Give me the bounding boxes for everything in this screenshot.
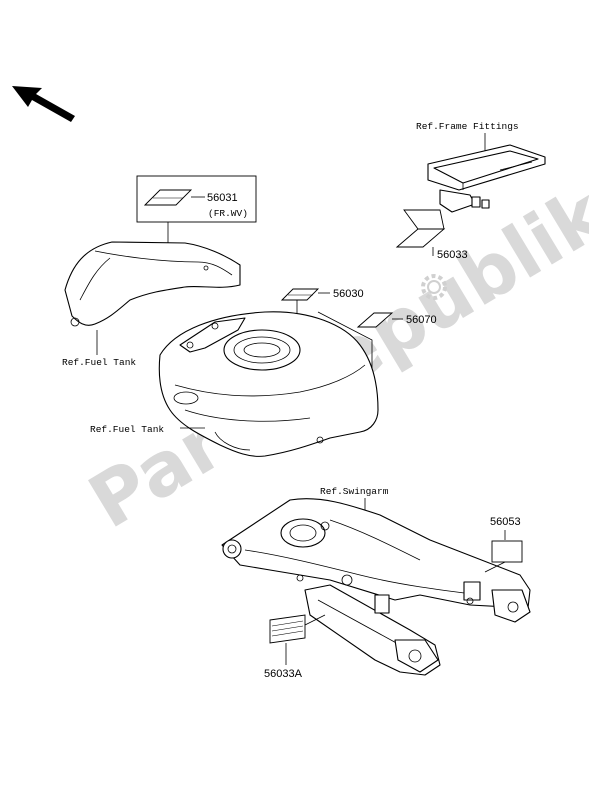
frame-fittings-ref-label: Ref.Frame Fittings: [416, 121, 519, 132]
part-56031-label: 56031: [207, 192, 238, 204]
decal-56033-back: [403, 209, 445, 230]
part-56070-label: 56070: [406, 314, 437, 326]
part-56031-note: (FR.WV): [208, 208, 248, 219]
decal-56053: [491, 540, 523, 563]
fuel-tank-ref-label-1: Ref.Fuel Tank: [62, 357, 136, 368]
part-56033A-label: 56033A: [264, 668, 303, 680]
decal-56030: [280, 288, 320, 301]
part-56030-label: 56030: [333, 288, 364, 300]
frame-fitting-tray: [427, 144, 546, 213]
decal-56031: [143, 189, 193, 206]
swingarm-ref-label: Ref.Swingarm: [320, 486, 389, 497]
gear-icon: [421, 274, 447, 300]
decal-56033A: [269, 614, 306, 644]
decal-56070: [356, 312, 394, 328]
part-56053-label: 56053: [490, 516, 521, 528]
fuel-tank-cover: [64, 241, 241, 327]
part-56033-label: 56033: [437, 249, 468, 261]
fuel-tank-ref-label-2: Ref.Fuel Tank: [90, 424, 164, 435]
swingarm: [221, 498, 531, 676]
front-direction-arrow-icon: [12, 86, 75, 122]
decal-56033: [395, 228, 446, 248]
fuel-tank: [158, 311, 379, 457]
